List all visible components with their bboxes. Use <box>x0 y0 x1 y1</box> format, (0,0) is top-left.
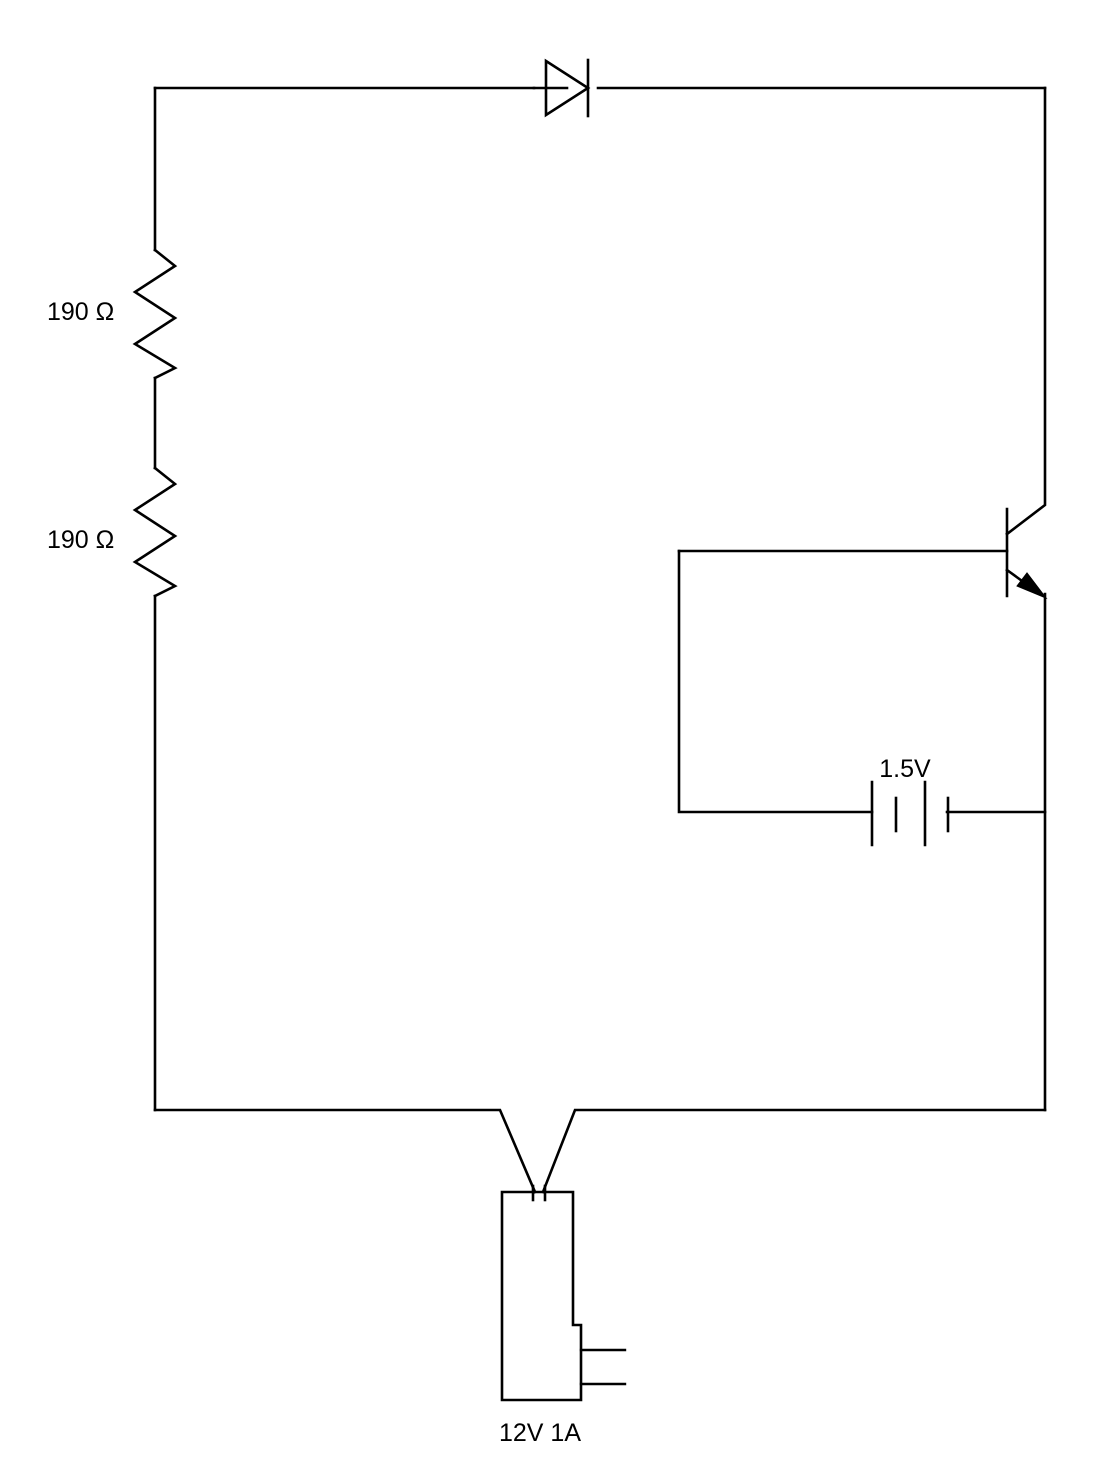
battery-symbol <box>870 780 950 847</box>
battery-label: 1.5V <box>879 755 931 783</box>
resistor-top-label: 190 Ω <box>47 298 114 326</box>
power-supply-label: 12V 1A <box>499 1419 581 1447</box>
power-supply-box <box>500 1184 627 1402</box>
resistor-bottom-label: 190 Ω <box>47 526 114 554</box>
diode-symbol <box>532 58 591 118</box>
wire-bottom-left-to-supply <box>153 1108 537 1194</box>
wire-base-loop-left <box>677 549 874 814</box>
transistor-emitter-arrow <box>1016 572 1048 600</box>
transistor-symbol <box>677 86 1048 1112</box>
supply-body-outline <box>500 1190 583 1402</box>
resistor-bottom-symbol <box>132 466 178 598</box>
wire-bottom-right-to-supply <box>541 1108 1047 1194</box>
transistor-collector-lead <box>1005 86 1047 536</box>
diode-triangle <box>544 58 591 118</box>
resistor-top-symbol <box>132 248 178 380</box>
